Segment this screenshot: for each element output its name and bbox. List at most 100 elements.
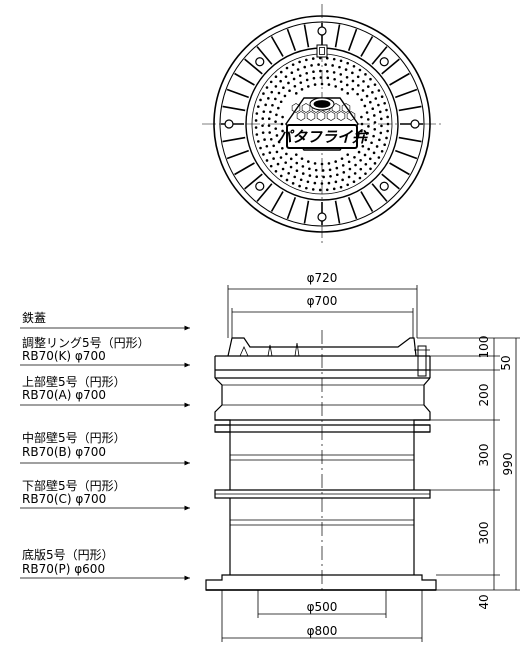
frame-rib: [381, 58, 400, 75]
perforation-dot: [312, 76, 316, 80]
perforation-dot: [347, 175, 351, 179]
perforation-dot: [279, 79, 282, 83]
perforation-dot: [334, 160, 337, 163]
perforation-dot: [259, 98, 262, 102]
perforation-dot: [280, 122, 284, 126]
label-base-name: 底版5号（円形）: [22, 547, 114, 562]
frame-rib: [234, 72, 255, 86]
perforation-dot: [311, 57, 315, 60]
perforation-dot: [379, 117, 383, 121]
perforation-dot: [328, 168, 332, 172]
perforation-dot: [351, 71, 354, 75]
hex-cell: [306, 111, 316, 121]
perforation-dot: [386, 122, 390, 126]
frame-rib: [256, 46, 273, 65]
perforation-dot: [298, 74, 302, 77]
perforation-dot: [341, 164, 345, 167]
dimension-lines: [221, 285, 520, 642]
perforation-dot: [340, 157, 344, 160]
perforation-dot: [378, 138, 381, 142]
perforation-dot: [305, 78, 309, 82]
perforation-dot: [339, 80, 343, 83]
perforation-dot: [366, 118, 370, 121]
perforation-dot: [385, 108, 388, 112]
perforation-dot: [285, 152, 288, 156]
outer-ribs: [221, 23, 423, 225]
perforation-dot: [287, 171, 290, 175]
perforation-dot: [269, 80, 273, 84]
perforation-dot: [254, 126, 258, 129]
elevation-view: [205, 330, 437, 591]
perforation-dot: [267, 124, 271, 127]
dim-990: 990: [501, 453, 515, 476]
perforation-dot: [327, 181, 331, 185]
perforation-dot: [279, 70, 283, 74]
perforation-dot: [263, 138, 266, 141]
perforation-dot: [324, 63, 327, 66]
perforation-dot: [335, 166, 339, 170]
perforation-dot: [327, 162, 331, 165]
perforation-dot: [371, 107, 375, 111]
perforation-dot: [359, 159, 362, 162]
perforation-dot: [346, 92, 350, 95]
cover-name-plate: [286, 124, 358, 149]
perforation-dot: [285, 66, 289, 70]
perforation-dot: [261, 117, 265, 120]
perforation-dot: [348, 167, 352, 171]
perforation-dots: [254, 56, 390, 192]
perforation-dot: [312, 70, 315, 73]
perforation-dot: [364, 73, 367, 76]
label-lower-code: RB70(C) φ700: [22, 492, 106, 506]
perforation-dot: [360, 115, 363, 119]
perforation-dot: [308, 174, 312, 177]
dim-300-lower: 300: [477, 522, 491, 545]
hex-cell: [316, 111, 326, 121]
perforation-dot: [369, 100, 372, 104]
perforation-dot: [351, 79, 355, 83]
perforation-dot: [288, 89, 291, 93]
perforation-dot: [276, 162, 280, 166]
frame-rib: [389, 162, 410, 176]
perforation-dot: [354, 163, 357, 167]
perforation-dot: [313, 83, 317, 86]
frame-rib: [286, 197, 297, 220]
bolt-lug: [255, 181, 265, 191]
bolt-lugs: [224, 26, 420, 222]
perforation-dot: [351, 87, 355, 91]
perforation-dot: [291, 182, 295, 185]
perforation-dot: [363, 104, 367, 108]
perforation-dot: [318, 188, 322, 192]
perforation-dot: [356, 75, 360, 79]
label-lower-name: 下部壁5号（円形）: [22, 478, 126, 493]
perforation-dot: [345, 83, 349, 87]
hex-pattern: [291, 103, 356, 121]
label-ring-code: RB70(K) φ700: [22, 349, 106, 363]
perforation-dot: [357, 150, 361, 154]
bolt-lug: [224, 119, 234, 129]
hex-cell: [336, 111, 346, 121]
perforation-dot: [265, 86, 269, 89]
frame-rib: [244, 173, 263, 190]
perforation-dot: [267, 97, 270, 100]
perforation-dot: [282, 86, 285, 89]
dim-40: 40: [477, 594, 491, 609]
perforation-dot: [310, 64, 313, 67]
perforation-dot: [261, 131, 265, 134]
frame-rib: [303, 24, 310, 48]
perforation-dot: [385, 136, 388, 140]
hex-cell: [296, 111, 306, 121]
perforation-dot: [269, 164, 273, 168]
perforation-dot: [257, 105, 260, 108]
perforation-dot: [274, 75, 278, 79]
perforation-dot: [274, 120, 277, 123]
perforation-dot: [300, 88, 304, 91]
perforation-dot: [366, 85, 370, 88]
perforation-dot: [325, 188, 329, 192]
bolt-lug: [317, 212, 327, 222]
perforation-dot: [362, 80, 365, 83]
perforation-dot: [300, 157, 304, 160]
hex-cell: [326, 111, 336, 121]
perforation-dot: [322, 175, 325, 179]
frame-rib: [395, 149, 418, 160]
perforation-dot: [264, 103, 267, 107]
